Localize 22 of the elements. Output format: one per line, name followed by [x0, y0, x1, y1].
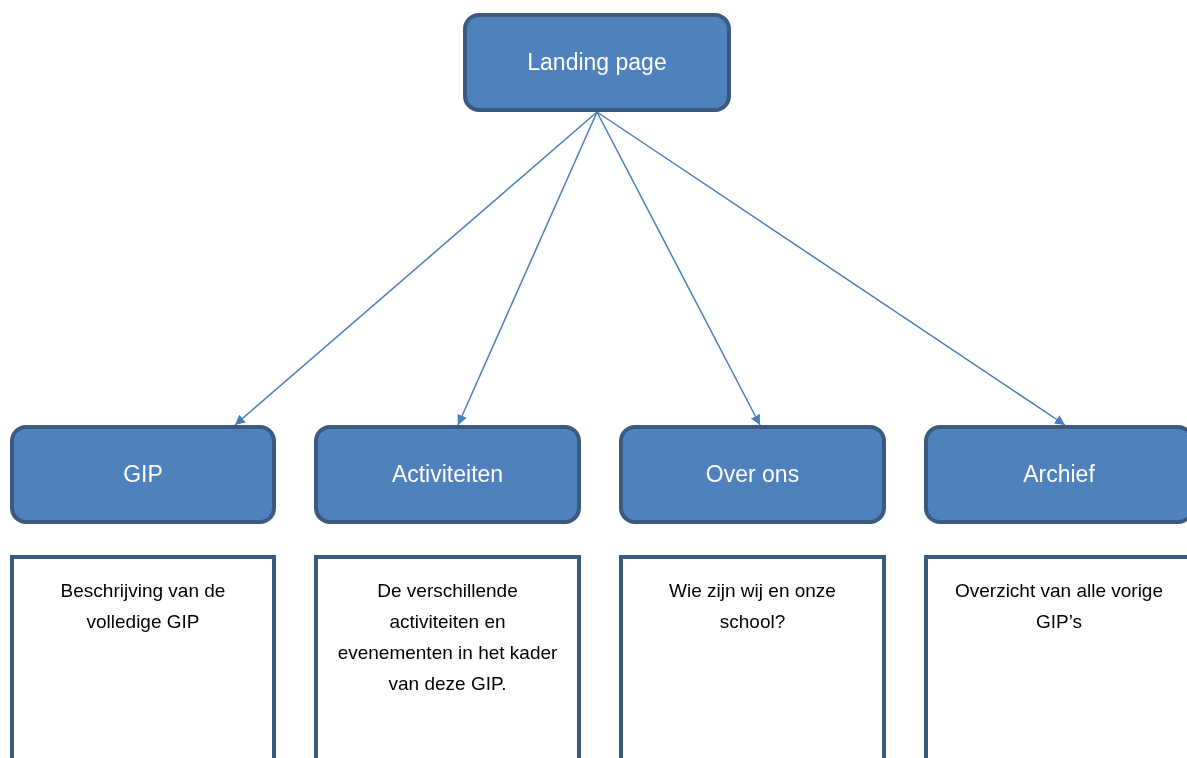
arrow — [596, 111, 761, 426]
page-box — [10, 425, 276, 524]
page-box — [619, 425, 886, 524]
description-box — [314, 555, 581, 758]
page-title: GIP — [123, 461, 163, 488]
page-title: Over ons — [705, 461, 800, 488]
page-box — [463, 13, 731, 112]
page-title: Activiteiten — [391, 461, 504, 488]
page-title: Landing page — [527, 49, 667, 76]
description-text: Wie zijn wij en onze school? — [668, 579, 837, 634]
description-text: Beschrijving van de volledige GIP — [59, 579, 227, 634]
description-text: De verschillende activiteiten en evenementen in het kader van deze GIP. — [336, 579, 559, 696]
arrow — [457, 111, 598, 426]
description-box — [924, 555, 1187, 758]
page-title: Archief — [1023, 461, 1095, 488]
description-box — [10, 555, 276, 758]
arrow — [234, 111, 598, 426]
page-box — [314, 425, 581, 524]
description-box — [619, 555, 886, 758]
page-box — [924, 425, 1187, 524]
arrow — [596, 111, 1066, 426]
description-text: Overzicht van alle vorige GIP’s — [953, 579, 1164, 634]
